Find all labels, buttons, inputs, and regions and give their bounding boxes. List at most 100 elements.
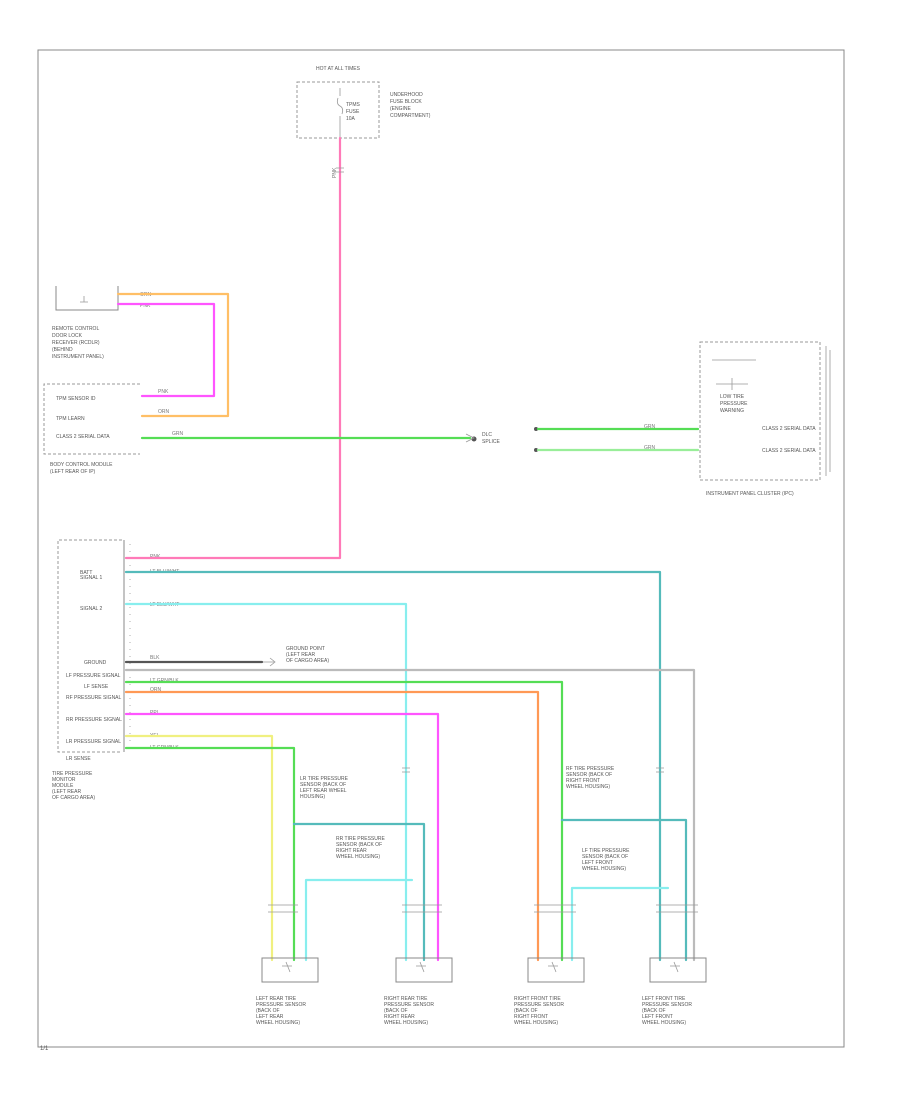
wire-batt-pink — [124, 136, 342, 560]
ipc-lamp-3: WARNING — [720, 408, 744, 414]
interim-rr-2: SENSOR (BACK OF — [336, 842, 382, 848]
fuse-label-1: TPMS — [346, 102, 361, 108]
ipc-outline — [699, 341, 821, 481]
sensor-rf-name-1: RIGHT FRONT TIRE — [514, 996, 561, 1002]
bcm-wire-label-2: ORN — [158, 409, 170, 415]
ipc-title: INSTRUMENT PANEL CLUSTER (IPC) — [706, 491, 794, 497]
wire-green-lr — [124, 746, 296, 962]
sensor-lr-name-3: (BACK OF — [256, 1008, 280, 1014]
sensor-rf-name-3: (BACK OF — [514, 1008, 538, 1014]
ipc-lamp-2: PRESSURE — [720, 401, 748, 407]
sensor-symbol-icons — [282, 961, 680, 973]
ground-arrow-icon — [262, 657, 276, 667]
interim-rr-3: RIGHT REAR — [336, 848, 367, 854]
bcm-wire-label-1: PNK — [158, 389, 169, 395]
tpm-title-1: TIRE PRESSURE — [52, 771, 93, 777]
tpm-pin-7: RF PRESSURE SIGNAL — [66, 695, 122, 701]
fuse-label-2: FUSE — [346, 109, 360, 115]
sensor-lr-box — [261, 957, 319, 983]
tire-pressure-sensors: LEFT REAR TIRE PRESSURE SENSOR (BACK OF … — [256, 957, 707, 1026]
fuse-connector-mark — [336, 167, 344, 173]
connector-marks — [268, 167, 698, 913]
tpm-pin-8: RR PRESSURE SIGNAL — [66, 717, 122, 723]
wire-orange-rf — [124, 690, 540, 962]
sensor-rr-name-4: RIGHT REAR — [384, 1014, 415, 1020]
sensor-lf-name-4: LEFT FRONT — [642, 1014, 673, 1020]
tpm-title-5: OF CARGO AREA) — [52, 795, 95, 801]
bcm-pin-1: TPM SENSOR ID — [56, 396, 96, 402]
splice-arrow-icon — [465, 433, 475, 443]
sensor-rf-name-4: RIGHT FRONT — [514, 1014, 548, 1020]
tpm-pin-3: SIGNAL 2 — [80, 606, 103, 612]
ground-label-2: (LEFT REAR — [286, 652, 315, 658]
wire-teal-rf-lf — [560, 818, 688, 962]
rke-receiver: REMOTE CONTROL DOOR LOCK RECEIVER (RCDLR… — [52, 286, 152, 360]
fuse-wire-label: PNK — [332, 167, 338, 178]
interim-rf-3: RIGHT FRONT — [566, 778, 600, 784]
bcm-title-2: (LEFT REAR OF IP) — [50, 469, 96, 475]
sensor-lf-name-5: WHEEL HOUSING) — [642, 1020, 686, 1026]
ipc-lamp-1: LOW TIRE — [720, 394, 745, 400]
sensor-lf-name-1: LEFT FRONT TIRE — [642, 996, 686, 1002]
splice-label-2: SPLICE — [482, 439, 500, 445]
splice-dot-3 — [534, 448, 538, 452]
splice-dot-2 — [534, 427, 538, 431]
ground-label-3: OF CARGO AREA) — [286, 658, 329, 664]
fuse-block-desc-3: (ENGINE — [390, 106, 412, 112]
interim-rf-1: RF TIRE PRESSURE — [566, 766, 615, 772]
sensor-rr-name-1: RIGHT REAR TIRE — [384, 996, 428, 1002]
tpm-pin-4: GROUND — [84, 660, 107, 666]
fuse-label-3: 10A — [346, 116, 356, 122]
diagram-frame — [37, 49, 845, 1048]
rke-title-4: (BEHIND — [52, 347, 73, 353]
sensor-lr-name-4: LEFT REAR — [256, 1014, 284, 1020]
sensor-lf-name-3: (BACK OF — [642, 1008, 666, 1014]
inline-connector-marks — [402, 767, 664, 773]
bcm-title-1: BODY CONTROL MODULE — [50, 462, 113, 468]
rke-receiver-outline — [55, 286, 119, 311]
interim-lr-2: SENSOR (BACK OF — [300, 782, 346, 788]
interim-lr-3: LEFT REAR WHEEL — [300, 788, 347, 794]
wire-lightblue-link-2 — [570, 886, 670, 962]
warning-lamp-icon — [716, 378, 748, 390]
instrument-panel-cluster: LOW TIRE PRESSURE WARNING CLASS 2 SERIAL… — [644, 341, 831, 497]
interim-lr-1: LR TIRE PRESSURE — [300, 776, 349, 782]
interim-lf-1: LF TIRE PRESSURE — [582, 848, 630, 854]
tpm-pin-6: LF SENSE — [84, 684, 109, 690]
wires — [116, 136, 700, 962]
sensor-lf-name-2: PRESSURE SENSOR — [642, 1002, 692, 1008]
bcm-pin-3: CLASS 2 SERIAL DATA — [56, 434, 110, 440]
rke-title-5: INSTRUMENT PANEL) — [52, 354, 104, 360]
ipc-wire-label-2: GRN — [644, 445, 656, 451]
ipc-pin-2: CLASS 2 SERIAL DATA — [762, 448, 816, 454]
wire-yellow-lr — [124, 734, 274, 962]
fuse-block-desc-4: COMPARTMENT) — [390, 113, 431, 119]
interim-lf-4: WHEEL HOUSING) — [582, 866, 626, 872]
fuse-symbol — [336, 88, 344, 138]
sensor-rr-box — [395, 957, 453, 983]
wire-rke-orange — [116, 292, 230, 418]
fuse-block-title: HOT AT ALL TIMES — [316, 66, 361, 72]
tpm-wire-label-6: ORN — [150, 687, 162, 693]
wire-purple-rr — [124, 712, 440, 962]
rke-title-3: RECEIVER (RCDLR) — [52, 340, 100, 346]
fuse-block-desc-2: FUSE BLOCK — [390, 99, 422, 105]
sensor-lr-name-5: WHEEL HOUSING) — [256, 1020, 300, 1026]
sensor-lr-name-2: PRESSURE SENSOR — [256, 1002, 306, 1008]
bcm-outline — [43, 383, 140, 455]
interim-rr-1: RR TIRE PRESSURE — [336, 836, 385, 842]
interim-rf-2: SENSOR (BACK OF — [566, 772, 612, 778]
sensor-connector-marks — [268, 904, 698, 913]
sensor-lr-name-1: LEFT REAR TIRE — [256, 996, 297, 1002]
bcm-wire-label-3: GRN — [172, 431, 184, 437]
splice-label-1: DLC — [482, 432, 492, 438]
fuse-block-desc-1: UNDERHOOD — [390, 92, 423, 98]
tpm-pin-5: LF PRESSURE SIGNAL — [66, 673, 121, 679]
sensor-rr-name-3: (BACK OF — [384, 1008, 408, 1014]
sensor-lf-box — [649, 957, 707, 983]
wire-gray-lf-sense — [124, 668, 696, 962]
sensor-rf-name-2: PRESSURE SENSOR — [514, 1002, 564, 1008]
wire-teal-lr-rr — [292, 822, 426, 962]
sensor-rr-name-2: PRESSURE SENSOR — [384, 1002, 434, 1008]
dlc-splice: DLC SPLICE — [471, 427, 538, 452]
